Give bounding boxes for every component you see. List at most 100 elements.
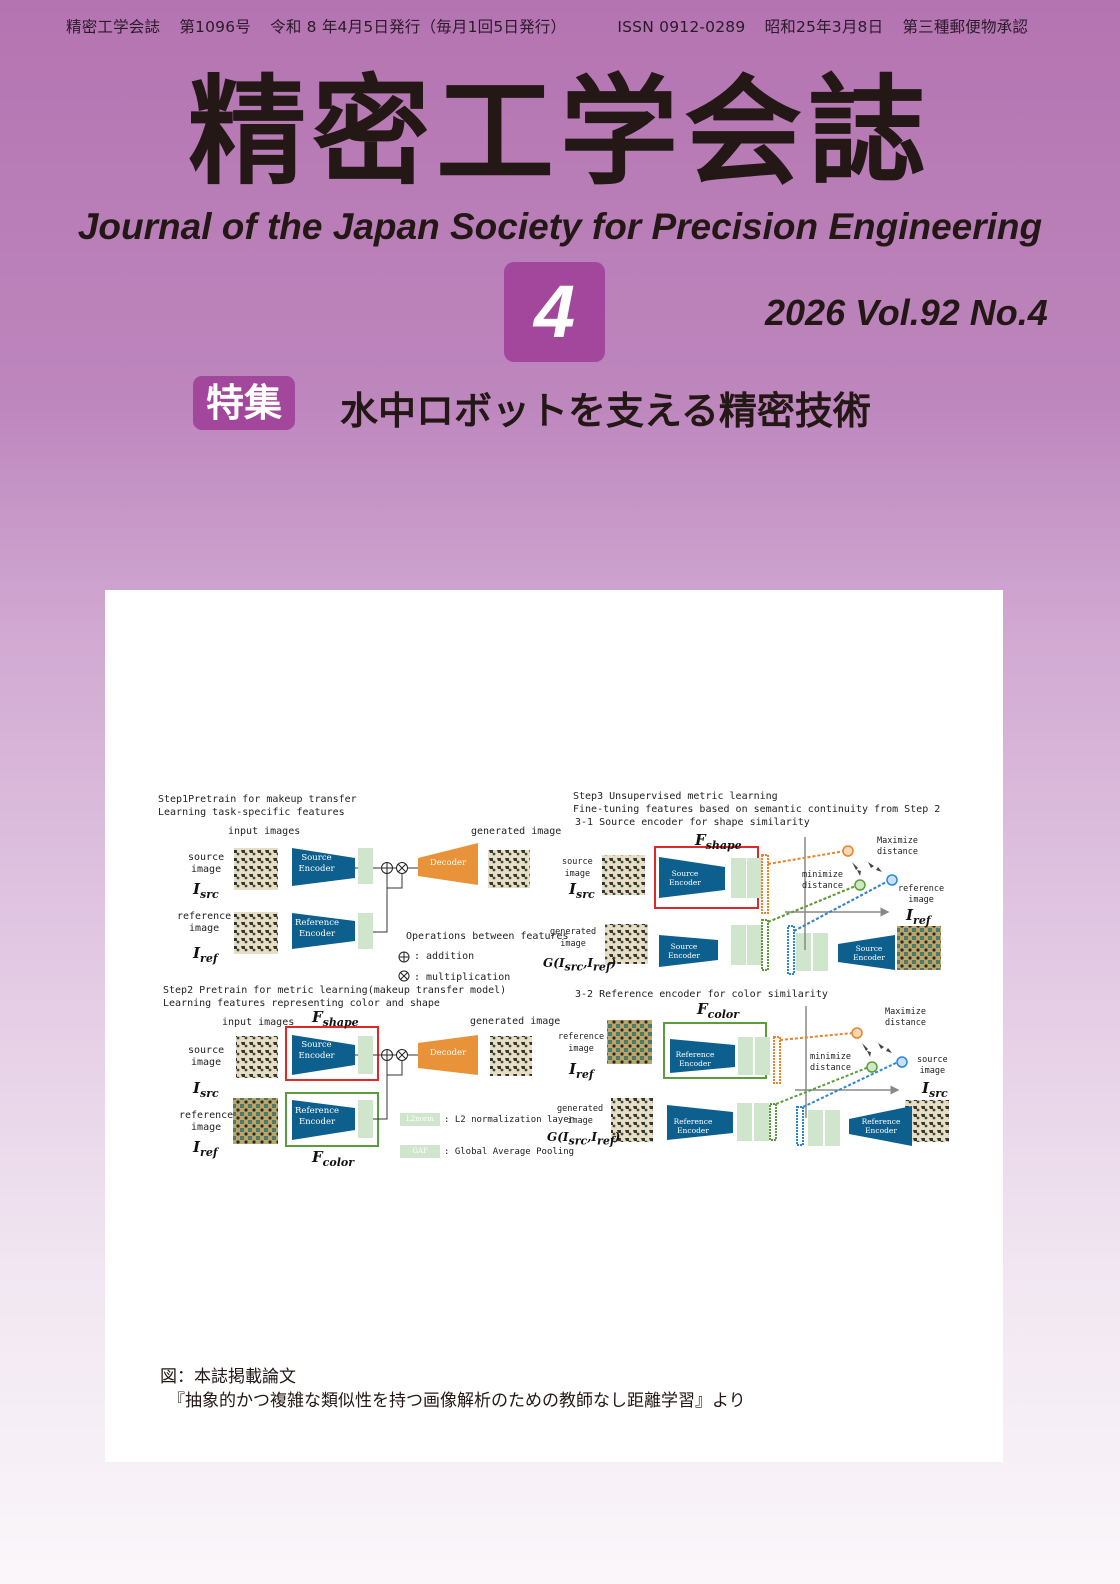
postal-approval: 第三種郵便物承認 — [902, 18, 1029, 36]
source-encoder-shape — [838, 935, 895, 970]
addition-icon — [381, 1049, 393, 1061]
i-ref-label: Iref — [906, 906, 931, 927]
source-image-label: source image — [188, 852, 225, 875]
reference-encoder-label: Reference Encoder — [295, 918, 339, 939]
g-label: G(Isrc,Iref) — [543, 956, 617, 974]
gap-legend-label: GAP — [412, 1147, 428, 1155]
source-encoder-label: Source Encoder — [298, 853, 335, 874]
source-encoder-label: Source Encoder — [298, 1040, 335, 1061]
source-thumbnail — [602, 855, 645, 895]
gap-legend: : Global Average Pooling — [444, 1147, 575, 1157]
f-shape-label: Fshape — [312, 1008, 359, 1029]
l2norm-block — [755, 1037, 770, 1075]
feature-title: 水中ロボットを支える精密技術 — [340, 389, 871, 433]
generated-image-label: generated image — [470, 1016, 561, 1027]
reference-encoder-label: Reference Encoder — [295, 1106, 339, 1127]
gap-block — [737, 1103, 752, 1141]
i-src-label: Isrc — [193, 880, 219, 901]
distance-arrows-icon — [852, 862, 882, 876]
l2norm-block — [754, 1103, 769, 1141]
reference-encoder-label: Reference Encoder — [675, 1050, 715, 1068]
source-image-label: source image — [917, 1055, 948, 1076]
step1-subtitle: Learning task-specific features — [158, 807, 345, 818]
distance-arrows-icon — [862, 1043, 892, 1057]
reference-encoder-shape — [292, 1100, 355, 1140]
reference-image-label: reference image — [558, 1032, 605, 1054]
source-encoder-shape — [659, 935, 718, 967]
issue-number-badge: 4 — [504, 262, 605, 362]
i-src-label: Isrc — [922, 1079, 948, 1100]
maximize-distance-label: Maximize distance — [877, 836, 918, 857]
addition-icon — [381, 862, 393, 874]
source-thumbnail — [234, 848, 278, 890]
generated-image-label: generated image — [557, 1104, 604, 1126]
step2-subtitle: Learning features representing color and… — [163, 998, 440, 1009]
feature-badge: 特集 — [193, 376, 295, 430]
generated-thumbnail — [490, 1036, 532, 1076]
feature-vector-green — [769, 1103, 777, 1141]
reference-thumbnail — [607, 1020, 652, 1064]
journal-name-small: 精密工学会誌 — [66, 18, 161, 36]
decoder-label: Decoder — [429, 858, 467, 868]
embedding-point-green — [866, 1061, 878, 1073]
reference-encoder-label: Reference Encoder — [861, 1117, 901, 1135]
l2norm-block — [796, 933, 811, 971]
gap-block — [825, 1110, 840, 1146]
addition-icon — [398, 951, 410, 963]
reference-encoder-shape — [667, 1105, 733, 1140]
decoder-shape — [418, 1035, 478, 1075]
multiplication-icon — [398, 970, 410, 982]
l2norm-block — [358, 1036, 373, 1074]
g-label: G(Isrc,Iref) — [547, 1130, 621, 1148]
i-src-label: Isrc — [569, 880, 595, 901]
i-ref-label: Iref — [193, 944, 218, 965]
addition-legend: : addition — [414, 951, 475, 962]
figure-panel — [105, 590, 1003, 1462]
l2norm-block — [808, 1110, 823, 1146]
l2norm-block — [747, 925, 762, 965]
multiplication-icon — [396, 1049, 408, 1061]
source-image-label: source image — [562, 857, 593, 879]
step3-subtitle: Fine-tuning features based on semantic c… — [573, 804, 941, 815]
l2norm-block — [358, 848, 373, 884]
issn: ISSN 0912-0289 — [617, 18, 746, 36]
caption-line-1: 図：本誌掲載論文 — [160, 1367, 296, 1387]
gap-block — [731, 925, 746, 965]
source-image-label: source image — [188, 1045, 225, 1068]
source-thumbnail — [236, 1036, 278, 1078]
feature-vector-green — [761, 919, 769, 971]
source-encoder-shape — [659, 857, 725, 898]
operations-title: Operations between features — [406, 931, 569, 942]
f-color-label: Fcolor — [697, 1000, 740, 1021]
source-thumbnail — [905, 1100, 949, 1142]
multiplication-icon — [396, 862, 408, 874]
l2norm-block — [358, 913, 373, 949]
embedding-point-blue — [886, 874, 898, 886]
approval-date: 昭和25年3月8日 — [764, 18, 884, 36]
reference-encoder-shape — [849, 1106, 912, 1146]
multiplication-legend: : multiplication — [414, 972, 511, 983]
step1-title: Step1Pretrain for makeup transfer — [158, 794, 357, 805]
step3-1-title: 3-1 Source encoder for shape similarity — [575, 817, 810, 828]
minimize-distance-label: minimize distance — [802, 870, 843, 891]
fshape-highlight-box — [285, 1026, 379, 1081]
f-color-label: Fcolor — [312, 1148, 355, 1169]
i-ref-label: Iref — [193, 1138, 218, 1159]
embedding-point-blue — [896, 1056, 908, 1068]
volume-info: 2026 Vol.92 No.4 — [765, 292, 1048, 333]
step3-2-title: 3-2 Reference encoder for color similari… — [575, 989, 828, 1000]
reference-thumbnail — [897, 926, 941, 970]
reference-encoder-label: Reference Encoder — [673, 1117, 713, 1135]
minimize-distance-label: minimize distance — [810, 1052, 851, 1073]
input-images-label: input images — [222, 1017, 295, 1028]
generated-image-label: generated image — [550, 927, 597, 949]
decoder-label: Decoder — [429, 1048, 467, 1058]
generated-thumbnail — [611, 1098, 653, 1142]
l2norm-legend-label: L2norm — [406, 1115, 434, 1123]
source-encoder-label: Source Encoder — [668, 942, 700, 960]
gap-block — [813, 933, 828, 971]
source-encoder-label: Source Encoder — [853, 944, 885, 962]
i-ref-label: Iref — [569, 1060, 594, 1081]
generated-image-label: generated image — [471, 826, 562, 837]
